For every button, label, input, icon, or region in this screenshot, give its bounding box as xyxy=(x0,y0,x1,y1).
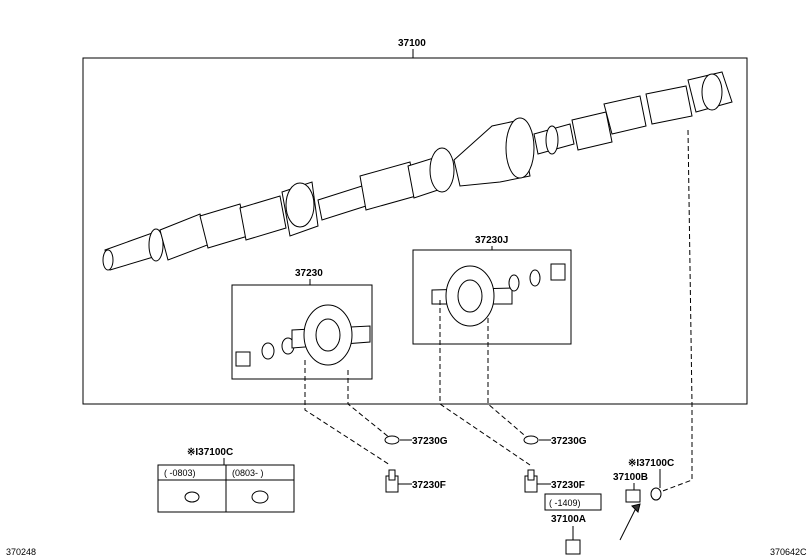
arrowhead-37100B xyxy=(631,503,641,513)
rear-neck-ring xyxy=(545,125,559,155)
washer-37230G-b xyxy=(523,435,539,445)
label-37100C: ※I37100C xyxy=(628,458,674,469)
bearing-37230-parts xyxy=(235,304,371,367)
dash-rear xyxy=(659,129,693,493)
rear-tube-a xyxy=(571,111,613,151)
bearing-box-37230J xyxy=(412,249,572,345)
bolt-37230F-b-shank xyxy=(527,469,535,481)
part-37100B xyxy=(625,489,641,503)
label-date-range: ( -1409) xyxy=(549,498,581,508)
front-tube-b xyxy=(239,195,287,241)
dash-37230-right xyxy=(347,370,391,439)
rear-tube-b xyxy=(603,95,647,135)
washer-37230J-a xyxy=(508,274,520,292)
bearing-box-37230 xyxy=(231,284,373,380)
rear-flange xyxy=(701,73,723,111)
legend-title: ※I37100C xyxy=(187,447,233,458)
label-37230F-b: 37230F xyxy=(551,480,585,491)
label-37100B: 37100B xyxy=(613,472,648,483)
front-flange xyxy=(148,228,164,262)
nut-37230 xyxy=(235,351,251,367)
label-37230J: 37230J xyxy=(475,235,508,246)
legend-col1: ( -0803) xyxy=(164,468,196,478)
assembly-frame xyxy=(82,57,748,405)
code-right: 370642C xyxy=(770,547,807,557)
bearing-37230-inner xyxy=(315,318,341,352)
label-37230G-b: 37230G xyxy=(551,436,587,447)
legend-col2: (0803- ) xyxy=(232,468,264,478)
washer-37230J-b xyxy=(529,269,541,287)
dash-37230J-right xyxy=(487,318,531,441)
rear-tube-c xyxy=(645,85,693,125)
bearing-37230J-inner xyxy=(457,279,483,313)
date-range-box xyxy=(544,493,602,511)
middle-ring xyxy=(429,147,455,193)
label-37230F-a: 37230F xyxy=(412,480,446,491)
middle-shaft xyxy=(317,185,367,221)
dash-37230-left xyxy=(304,360,391,466)
bolt-37230F-a-shank xyxy=(388,469,396,481)
middle-tube xyxy=(359,161,417,211)
code-left: 370248 xyxy=(6,547,36,557)
part-37100C xyxy=(650,487,662,501)
rear-housing-face xyxy=(505,117,535,179)
washer-37230G-a xyxy=(384,435,400,445)
legend-washer-1 xyxy=(184,491,200,503)
center-flange xyxy=(285,182,315,228)
dash-37230J-left xyxy=(439,300,531,466)
bearing-37230J-parts xyxy=(431,263,566,327)
label-37230: 37230 xyxy=(295,268,323,279)
label-37100: 37100 xyxy=(398,38,426,49)
nut-37230J xyxy=(550,263,566,281)
label-37230G-a: 37230G xyxy=(412,436,448,447)
propeller-shaft-drawing xyxy=(102,71,733,271)
washer-37230-a xyxy=(261,342,275,360)
bolt-37100A xyxy=(565,539,581,555)
spline-face xyxy=(102,249,114,271)
arrow-37100B xyxy=(619,507,637,541)
label-37100A: 37100A xyxy=(551,514,586,525)
legend-washer-2 xyxy=(251,490,269,504)
